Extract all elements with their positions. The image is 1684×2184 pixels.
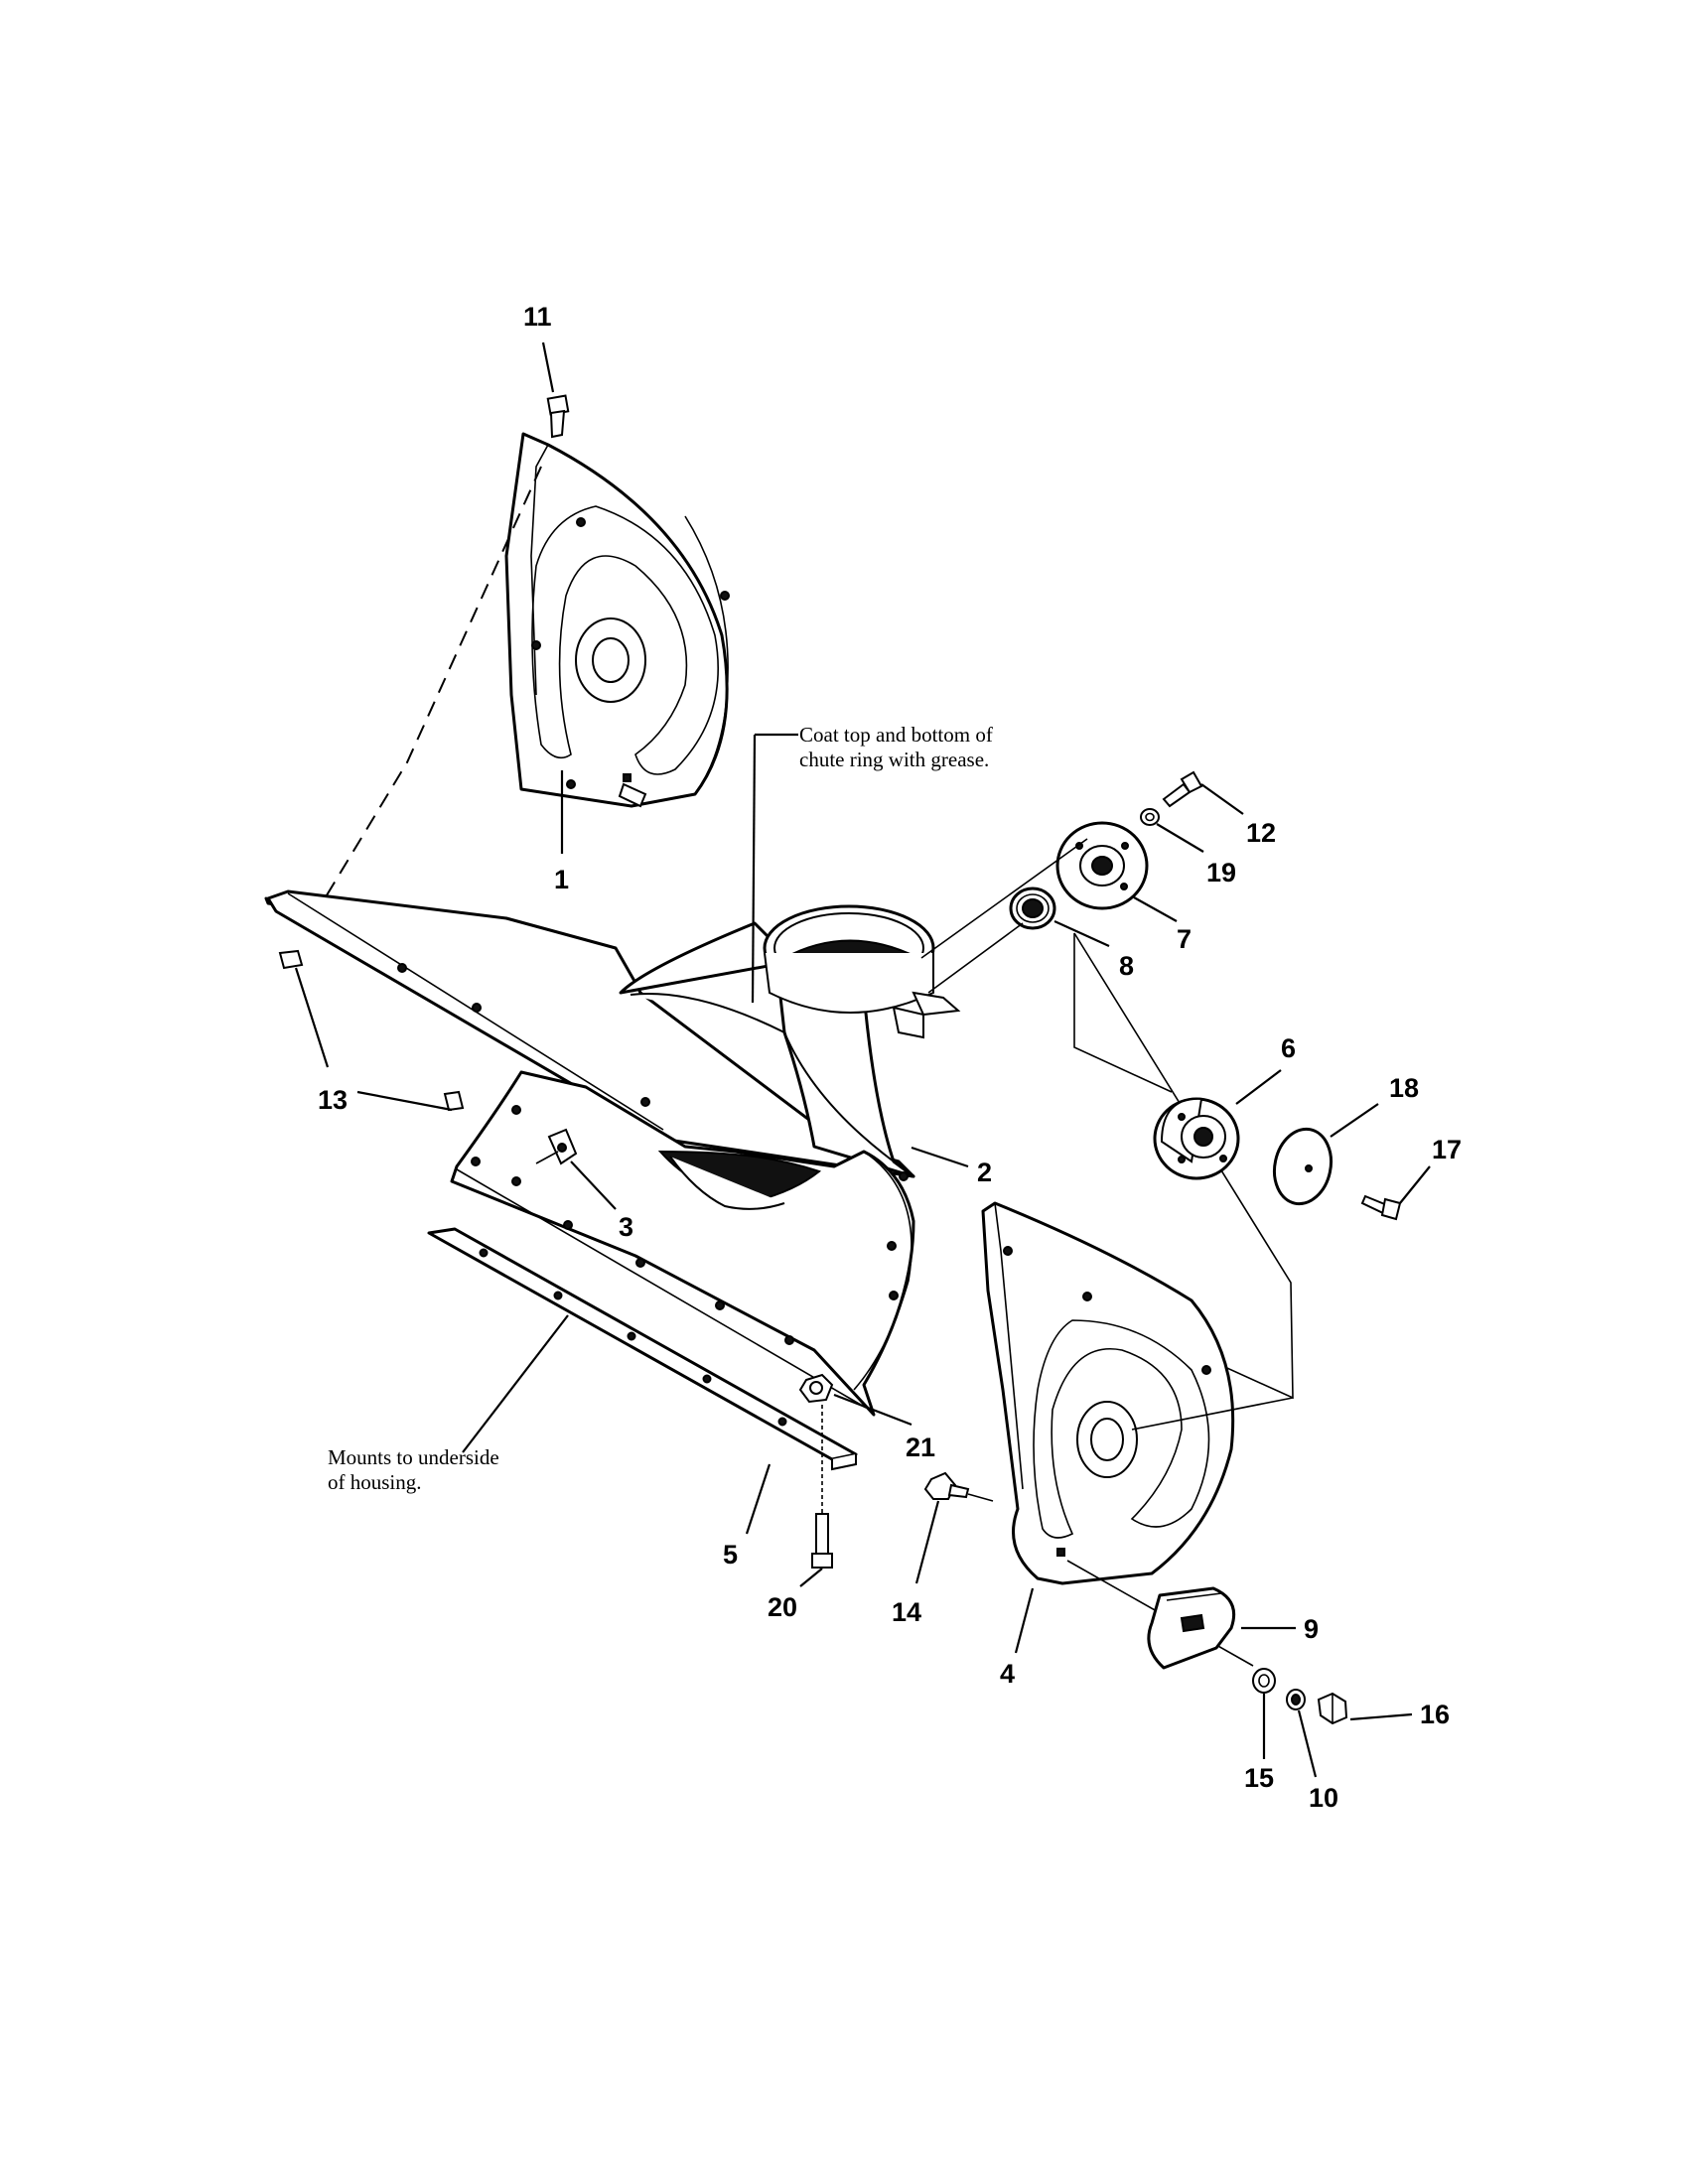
leader-lines [294, 341, 1431, 1778]
callout-21: 21 [906, 1433, 935, 1462]
callout-16: 16 [1420, 1700, 1450, 1729]
bolt-12 [1162, 770, 1203, 808]
callout-18: 18 [1389, 1073, 1419, 1103]
connector-line-flange [920, 838, 1088, 959]
grease-note-line-1: Coat top and bottom of [799, 723, 993, 747]
callout-15: 15 [1244, 1763, 1274, 1793]
callout-14: 14 [892, 1597, 921, 1627]
lock-washer-10 [1286, 1689, 1306, 1710]
bearing-8 [1009, 887, 1056, 930]
bolt-20 [811, 1405, 833, 1569]
mount-note-line-2: of housing. [328, 1470, 422, 1494]
bracket-3 [535, 1128, 578, 1165]
callout-10: 10 [1309, 1783, 1338, 1813]
strip-5 [427, 1227, 858, 1471]
callout-3: 3 [619, 1212, 633, 1242]
callout-2: 2 [977, 1158, 992, 1187]
connector-line-hub-plate [1131, 1397, 1294, 1431]
grease-note: Coat top and bottom of chute ring with g… [799, 723, 993, 771]
callout-6: 6 [1281, 1033, 1296, 1063]
side-plate-upper [504, 432, 730, 808]
connector-line-bearing [927, 922, 1024, 994]
nut-16 [1317, 1692, 1348, 1725]
callout-11: 11 [523, 302, 552, 332]
mount-note-line-1: Mounts to underside [328, 1445, 499, 1469]
side-plate-lower [981, 1201, 1235, 1585]
mount-note: Mounts to underside of housing. [328, 1445, 499, 1494]
callout-labels: 11 1 12 19 7 8 6 18 17 2 13 3 21 5 20 14… [318, 302, 1462, 1813]
flange-7 [1055, 821, 1149, 910]
hub-6 [1153, 1097, 1240, 1180]
bolt-14 [923, 1471, 994, 1502]
callout-13: 13 [318, 1085, 348, 1115]
housing-2 [264, 889, 961, 1417]
bolt-11 [546, 394, 570, 439]
alignment-dashed-line [312, 466, 542, 919]
callout-12: 12 [1246, 818, 1276, 848]
callout-7: 7 [1177, 924, 1192, 954]
callout-20: 20 [768, 1592, 797, 1622]
callout-4: 4 [1000, 1659, 1015, 1689]
washer-15 [1252, 1668, 1276, 1694]
callout-19: 19 [1206, 858, 1236, 887]
washer-19 [1140, 808, 1160, 826]
callout-9: 9 [1304, 1614, 1319, 1644]
clips-13 [278, 949, 465, 1112]
grouping-box-line-left [1073, 933, 1173, 1093]
skid-shoe-9 [1147, 1586, 1236, 1670]
grease-note-line-2: chute ring with grease. [799, 748, 989, 771]
callout-17: 17 [1432, 1135, 1462, 1164]
nut-21 [798, 1373, 834, 1404]
callout-1: 1 [554, 865, 569, 894]
screw-17 [1360, 1194, 1402, 1221]
callout-5: 5 [723, 1540, 738, 1570]
cover-disc-18 [1272, 1127, 1333, 1206]
callout-8: 8 [1119, 951, 1134, 981]
